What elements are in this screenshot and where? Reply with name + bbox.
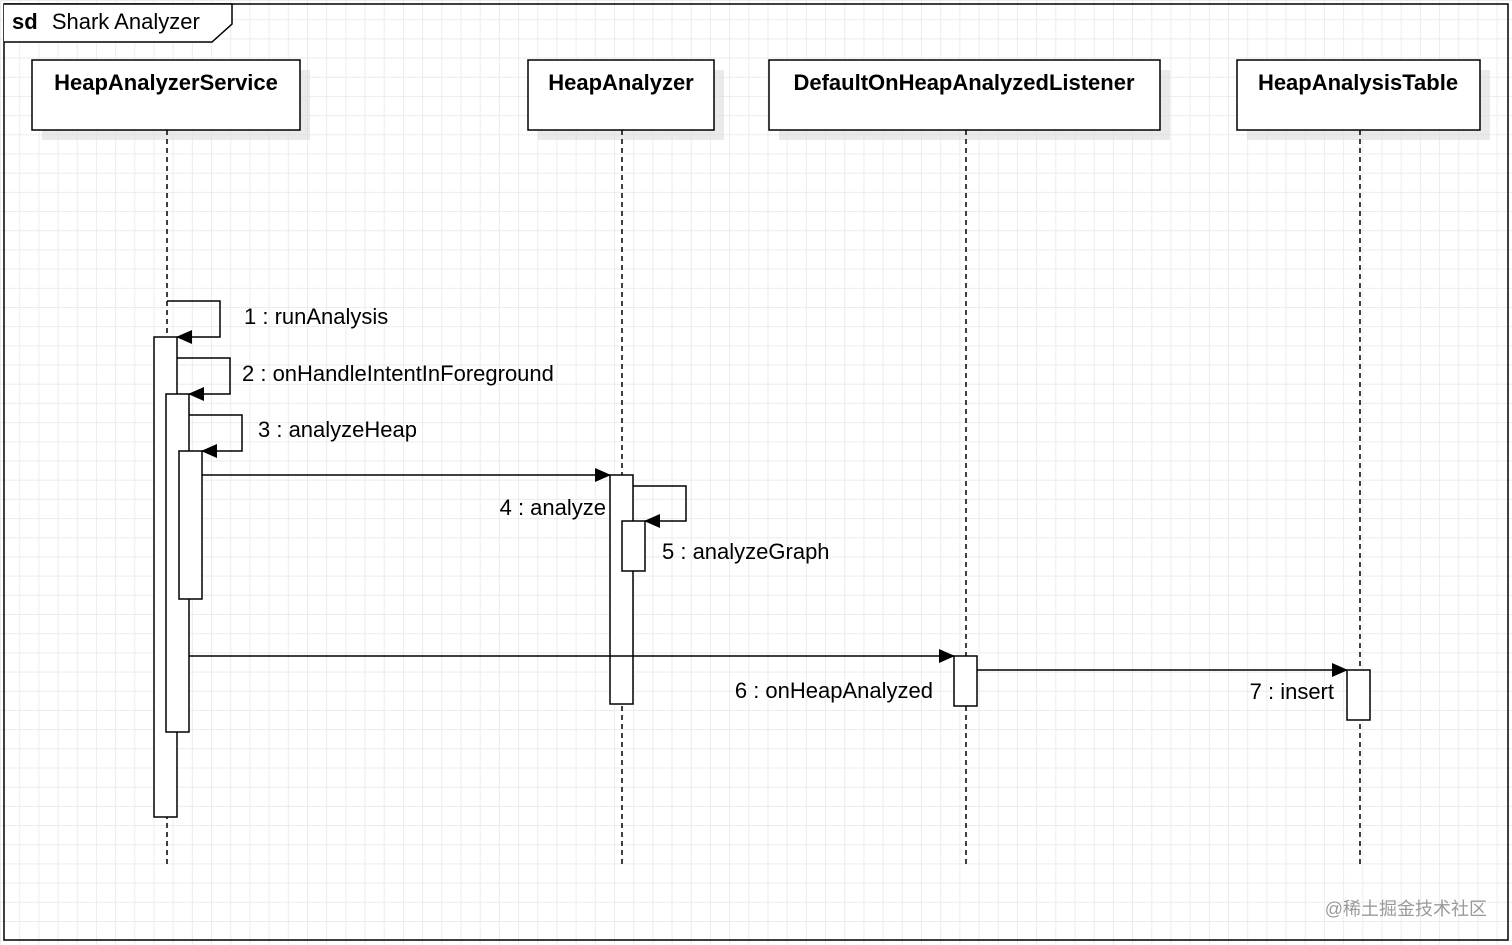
participant-heap-analyzer: HeapAnalyzer (527, 59, 715, 131)
participant-default-on-heap-analyzed-listener: DefaultOnHeapAnalyzedListener (768, 59, 1161, 131)
diagram-frame (3, 3, 1509, 941)
message-label-3: 3 : analyzeHeap (258, 417, 417, 442)
message-label-1: 1 : runAnalysis (244, 304, 388, 329)
message-label-2: 2 : onHandleIntentInForeground (242, 361, 554, 386)
message-arrow-1 (167, 300, 221, 344)
participant-label: HeapAnalysisTable (1258, 70, 1458, 95)
activation-bar (1346, 669, 1371, 721)
participant-heap-analyzer-service: HeapAnalyzerService (31, 59, 301, 131)
frame-title-tab (4, 3, 233, 43)
frame-title: sd Shark Analyzer (12, 9, 200, 34)
watermark: @稀土掘金技术社区 (1325, 899, 1487, 919)
participant-label: HeapAnalyzerService (54, 70, 278, 95)
message-arrow-3 (189, 414, 243, 458)
participant-label: DefaultOnHeapAnalyzedListener (793, 70, 1135, 95)
participant-heap-analysis-table: HeapAnalysisTable (1236, 59, 1481, 131)
activation-bar (178, 450, 203, 600)
activation-bar (953, 655, 978, 707)
participant-label: HeapAnalyzer (548, 70, 694, 95)
activation-bar (621, 520, 646, 572)
frame-name: Shark Analyzer (52, 9, 200, 34)
frame-keyword: sd (12, 9, 38, 34)
message-label-4: 4 : analyze (500, 495, 606, 520)
message-label-7: 7 : insert (1250, 679, 1334, 704)
message-label-6: 6 : onHeapAnalyzed (735, 678, 933, 703)
activation-bar (609, 474, 634, 705)
message-arrow-2 (177, 357, 231, 401)
message-arrow-5 (633, 485, 687, 528)
message-label-5: 5 : analyzeGraph (662, 539, 830, 564)
